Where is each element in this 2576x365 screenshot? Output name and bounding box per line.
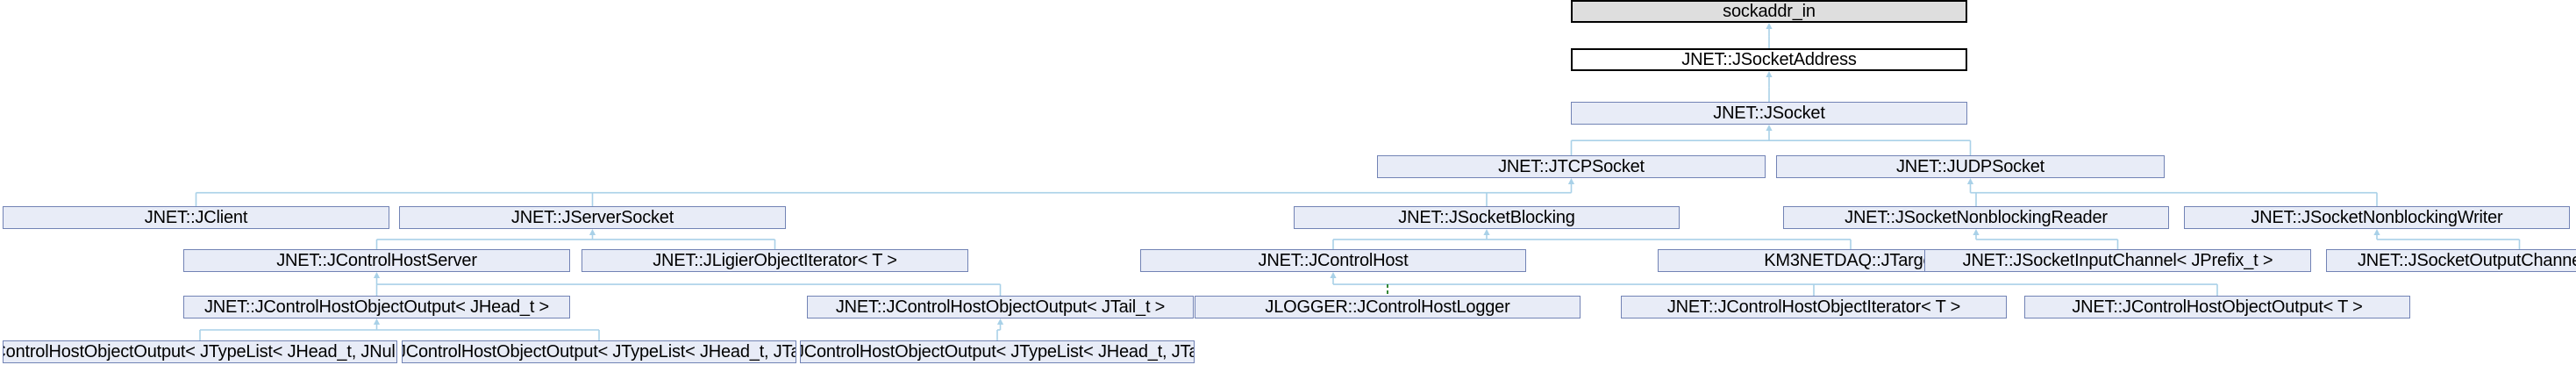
class-node-label: JNET::JControlHostObjectOutput< T > xyxy=(2072,297,2363,317)
class-node-label: JNET::JLigierObjectIterator< T > xyxy=(653,251,897,270)
inheritance-arrowhead xyxy=(373,318,381,325)
class-node-label: sockaddr_in xyxy=(1723,2,1816,21)
class-node[interactable]: JNET::JSocketNonblockingReader xyxy=(1783,206,2169,229)
inheritance-arrowhead xyxy=(2373,229,2380,235)
class-node-label: JNET::JServerSocket xyxy=(510,208,674,227)
class-node-label: JNET::JSocketOutputChannel< JPrefix_t > xyxy=(2357,251,2576,270)
class-node[interactable]: JNET::JControlHostObjectOutput< JTypeLis… xyxy=(3,340,397,363)
inheritance-arrowhead xyxy=(1766,23,1773,29)
class-node-label: KM3NETDAQ::JTarget xyxy=(1764,251,1937,270)
class-node-label: JNET::JUDPSocket xyxy=(1895,157,2045,176)
class-node-label: JNET::JSocketBlocking xyxy=(1398,208,1575,227)
inheritance-arrowhead xyxy=(373,272,381,278)
class-node-label: JNET::JSocketInputChannel< JPrefix_t > xyxy=(1962,251,2273,270)
class-node[interactable]: JNET::JControlHostObjectOutput< JTail_t … xyxy=(807,296,1194,318)
inheritance-arrowhead xyxy=(996,318,1004,325)
class-node[interactable]: JNET::JTCPSocket xyxy=(1377,155,1766,178)
inheritance-arrowhead xyxy=(1766,71,1773,77)
inheritance-arrowhead xyxy=(1567,178,1575,184)
class-node-label: JNET::JTCPSocket xyxy=(1498,157,1645,176)
class-node-label: JNET::JClient xyxy=(144,208,248,227)
inheritance-arrowhead xyxy=(589,229,596,235)
class-node-label: JNET::JControlHostObjectIterator< T > xyxy=(1666,297,1961,317)
class-node-label: JNET::JSocket xyxy=(1713,104,1825,123)
class-node[interactable]: sockaddr_in xyxy=(1571,0,1967,23)
class-node-label: JNET::JControlHost xyxy=(1258,251,1409,270)
inheritance-arrowhead xyxy=(1973,229,1980,235)
class-node[interactable]: JNET::JControlHostObjectOutput< JHead_t … xyxy=(183,296,570,318)
class-node[interactable]: JNET::JSocketInputChannel< JPrefix_t > xyxy=(1924,249,2311,272)
class-node[interactable]: JNET::JControlHostObjectOutput< JTypeLis… xyxy=(402,340,796,363)
class-node[interactable]: JNET::JSocket xyxy=(1571,102,1967,125)
class-node[interactable]: JNET::JControlHostObjectOutput< T > xyxy=(2024,296,2410,318)
class-node[interactable]: JNET::JSocketOutputChannel< JPrefix_t > xyxy=(2326,249,2576,272)
inheritance-arrowhead xyxy=(1483,229,1490,235)
class-node[interactable]: JNET::JControlHostObjectOutput< JTypeLis… xyxy=(800,340,1195,363)
class-node-label: JNET::JSocketAddress xyxy=(1681,50,1857,69)
class-node[interactable]: JNET::JSocketBlocking xyxy=(1294,206,1680,229)
class-node[interactable]: JNET::JControlHost xyxy=(1140,249,1526,272)
class-node-label: JNET::JControlHostServer xyxy=(276,251,477,270)
class-node[interactable]: JNET::JSocketAddress xyxy=(1571,48,1967,71)
class-node[interactable]: JNET::JClient xyxy=(3,206,389,229)
class-node[interactable]: JNET::JLigierObjectIterator< T > xyxy=(582,249,968,272)
class-node-label: JNET::JControlHostObjectOutput< JTypeLis… xyxy=(4,342,396,361)
inheritance-arrowhead xyxy=(1966,178,1974,184)
class-node-label: JNET::JControlHostObjectOutput< JTypeLis… xyxy=(403,342,796,361)
class-node[interactable]: JNET::JSocketNonblockingWriter xyxy=(2184,206,2570,229)
class-node[interactable]: JNET::JUDPSocket xyxy=(1776,155,2165,178)
class-node-label: JLOGGER::JControlHostLogger xyxy=(1265,297,1510,317)
class-node[interactable]: JNET::JServerSocket xyxy=(399,206,786,229)
class-node-label: JNET::JControlHostObjectOutput< JTail_t … xyxy=(835,297,1166,317)
class-node[interactable]: JNET::JControlHostObjectIterator< T > xyxy=(1621,296,2007,318)
inheritance-arrowhead xyxy=(1766,125,1773,131)
class-node[interactable]: JNET::JControlHostServer xyxy=(183,249,570,272)
class-node[interactable]: JLOGGER::JControlHostLogger xyxy=(1195,296,1581,318)
inheritance-arrowhead xyxy=(1330,272,1337,278)
class-node-label: JNET::JSocketNonblockingWriter xyxy=(2251,208,2503,227)
class-node-label: JNET::JSocketNonblockingReader xyxy=(1845,208,2108,227)
class-node-label: JNET::JControlHostObjectOutput< JHead_t … xyxy=(203,297,550,317)
class-node-label: JNET::JControlHostObjectOutput< JTypeLis… xyxy=(801,342,1194,361)
